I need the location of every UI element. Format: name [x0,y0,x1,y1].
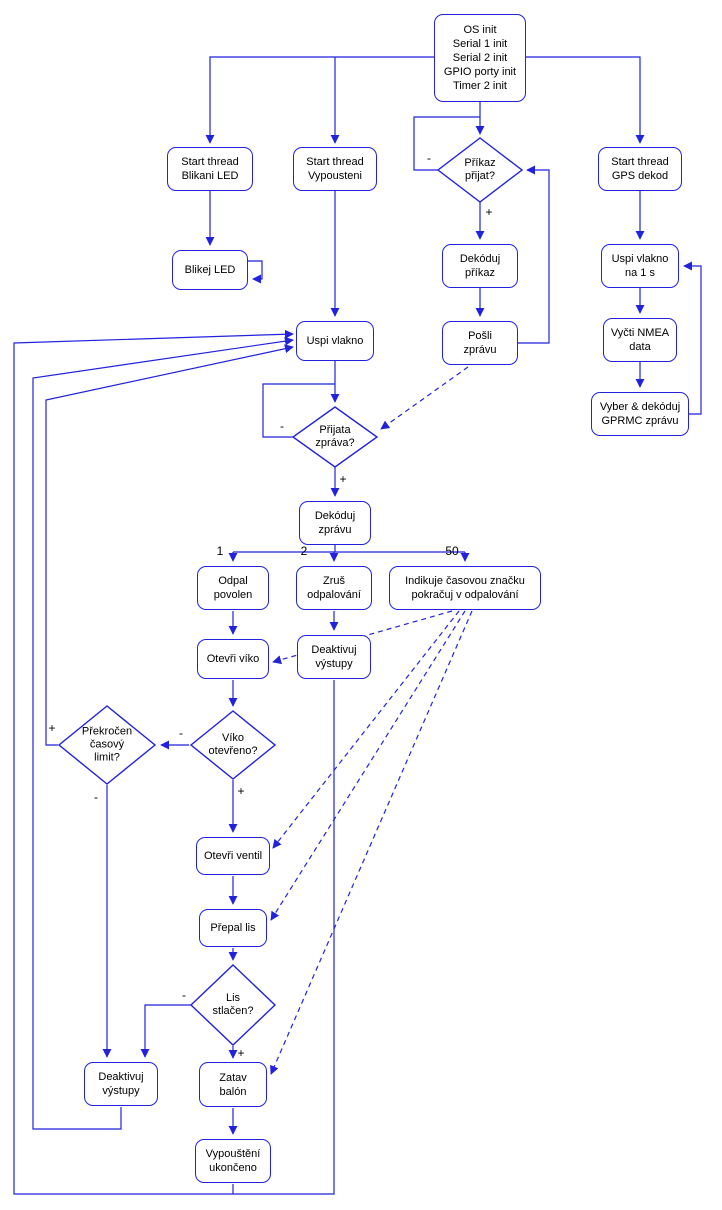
node-zrus-odpalovani: Zruš odpalování [296,566,372,610]
node-deaktivuj-vystupy-top: Deaktivuj výstupy [297,635,371,679]
node-vycti-nmea-data: Vyčti NMEA data [603,318,677,362]
diamond-prikaz-prijat [436,137,524,203]
edge-label-lis-minus: - [182,988,186,1002]
dashed-edges [270,366,473,1075]
solid-edges [13,56,702,1195]
node-odpal-povolen: Odpal povolen [197,566,269,610]
edge-label-branch-50: 50 [445,544,459,558]
node-blikej-led: Blikej LED [172,250,248,290]
edge-label-branch-2: 2 [300,544,308,558]
edge-label-prekrocen-plus: + [48,721,56,735]
edge-label-branch-1: 1 [216,544,224,558]
diamond-label-lis-stlacen: Lis stlačen? [212,992,254,1017]
node-dekoduj-prikaz: Dekóduj příkaz [442,244,518,288]
node-uspi-vlakno: Uspi vlakno [296,321,374,361]
diamond-prijata-zprava [291,406,379,468]
node-uspi-vlakno-na-1s: Uspi vlakno na 1 s [601,244,679,288]
decision-diamonds [57,137,524,1046]
diamond-label-viko-otevreno: Víko otevřeno? [208,732,258,757]
edge-label-prikaz-plus: + [485,205,493,219]
node-zatav-balon: Zatav balón [199,1062,267,1107]
node-indikuje-casovou-znacku: Indikuje časovou značku pokračuj v odpal… [389,566,541,610]
edge-label-prekrocen-minus: - [94,790,98,804]
diamond-label-prikaz-prijat: Příkaz přijat? [464,157,496,182]
diamond-lis-stlacen [189,964,277,1046]
node-prepal-lis: Přepal lis [199,909,267,947]
diamond-label-prekrocen-limit: Překročen časový limit? [81,725,133,764]
edge-label-lis-plus: + [237,1046,245,1060]
edge-label-prikaz-minus: - [427,151,431,165]
edge-label-prijata-minus: - [280,419,284,433]
node-posli-zpravu: Pošli zprávu [442,321,518,365]
node-otevri-viko: Otevři víko [197,639,269,679]
node-vyber-dekoduj-gprmc: Vyber & dekóduj GPRMC zprávu [591,392,689,436]
node-vypousteni-ukonceno: Vypouštění ukončeno [195,1139,271,1183]
edge-label-viko-minus: - [179,726,183,740]
edge-label-prijata-plus: + [339,472,347,486]
node-otevri-ventil: Otevři ventil [196,837,270,875]
edge-label-viko-plus: + [237,784,245,798]
diamond-label-prijata-zprava: Přijata zpráva? [315,424,355,449]
node-deaktivuj-vystupy-bottom: Deaktivuj výstupy [84,1062,158,1106]
diamond-prekrocen-limit [57,705,157,785]
node-start-thread-vypousteni: Start thread Vypousteni [293,147,377,191]
node-dekoduj-zpravu: Dekóduj zprávu [299,501,371,545]
diamond-viko-otevreno [189,710,277,780]
node-os-init: OS init Serial 1 init Serial 2 init GPIO… [434,14,526,102]
node-start-thread-blikani-led: Start thread Blikani LED [167,147,253,191]
node-start-thread-gps-dekod: Start thread GPS dekod [598,147,682,191]
